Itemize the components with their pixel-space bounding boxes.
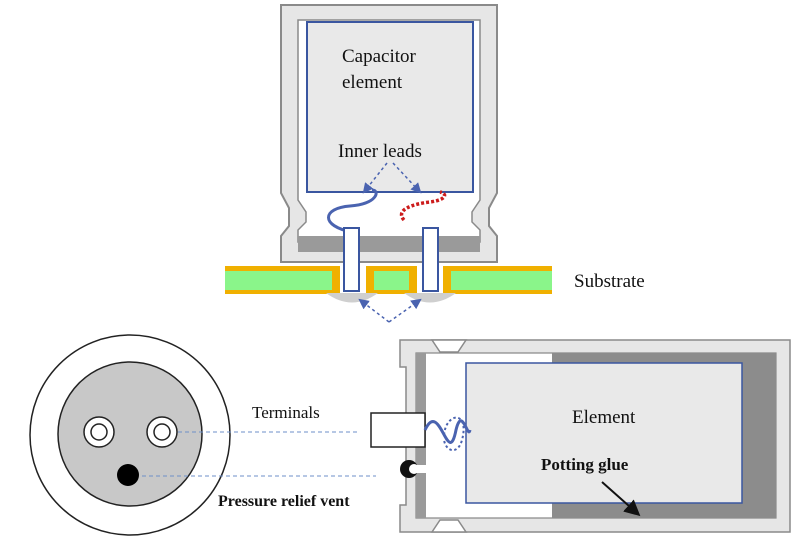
pressure-relief-vent-label: Pressure relief vent — [218, 493, 350, 510]
capacitor-element-block — [306, 21, 474, 193]
top-capacitor-cross-section: Capacitor element Inner leads Substrate — [225, 4, 645, 323]
inner-lead-broken-right — [399, 190, 447, 222]
terminal-hole-right-icon — [146, 416, 178, 448]
potting-glue-label: Potting glue — [541, 455, 629, 474]
bottom-view-seal — [57, 361, 203, 507]
inner-lead-coil-left — [327, 188, 378, 234]
potting-glue-arrow — [601, 481, 641, 517]
capacitor-element-label-line2: element — [342, 72, 403, 93]
solder-fillet-right — [404, 293, 456, 303]
terminal-hole-left-icon — [83, 416, 115, 448]
substrate-label: Substrate — [574, 271, 645, 292]
inner-leads-pointer-right — [392, 162, 422, 194]
side-inner-lead-coil — [423, 419, 472, 444]
terminal-pin-right — [422, 227, 439, 292]
solder-pointer-left — [358, 298, 390, 323]
capacitor-element-label-line1: Capacitor — [342, 46, 417, 67]
inner-leads-label: Inner leads — [338, 141, 422, 162]
substrate-copper-bottom — [225, 290, 552, 294]
side-element-block — [465, 362, 743, 504]
inner-leads-pointer-left — [362, 162, 388, 194]
terminals-label: Terminals — [252, 403, 320, 422]
pressure-vent-dot-icon — [117, 464, 139, 486]
side-capacitor-cross-section: Element Potting glue — [370, 339, 791, 533]
capacitor-seal — [298, 236, 480, 252]
substrate-board — [225, 269, 552, 291]
terminal-pin-left — [343, 227, 360, 292]
solder-pointer-right — [388, 298, 422, 323]
substrate-copper-top — [225, 266, 552, 271]
side-terminal-block — [370, 412, 426, 448]
side-inner-lead-dotted — [443, 416, 465, 452]
bottom-view — [29, 334, 231, 536]
solder-fillet-left — [326, 293, 378, 303]
element-label: Element — [572, 407, 636, 428]
